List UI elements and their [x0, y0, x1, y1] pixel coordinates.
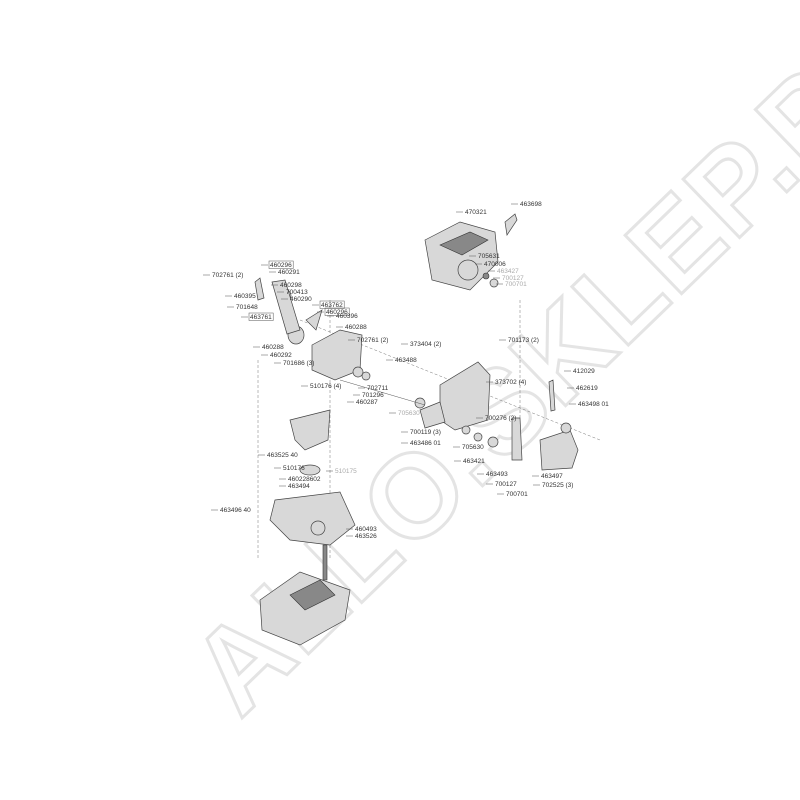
part-label: 463526: [355, 533, 377, 540]
part-label: 460296: [270, 262, 292, 269]
part-label: 510176: [283, 465, 305, 472]
part-label: 700127: [495, 481, 517, 488]
part-label: 463525 40: [267, 452, 298, 459]
part-label: 460396: [336, 313, 358, 320]
part-label: 463498 01: [578, 401, 609, 408]
part-label: 463494: [288, 483, 310, 490]
part-label: 700701: [506, 491, 528, 498]
part-label: 460298: [280, 282, 302, 289]
part-label: 702525 (3): [542, 482, 573, 489]
part-label: 700127: [502, 275, 524, 282]
part-label: 705630: [462, 444, 484, 451]
part-label: 510175: [335, 468, 357, 475]
part-label: 462619: [576, 385, 598, 392]
part-label: 700413: [286, 289, 308, 296]
part-label: 460288: [262, 344, 284, 351]
part-label: 373702 (4): [495, 379, 526, 386]
part-label: 460288: [345, 324, 367, 331]
part-label: 700119 (3): [410, 429, 441, 436]
part-label: 463486 01: [410, 440, 441, 447]
part-label: 460296: [326, 309, 348, 316]
part-label: 701296: [362, 392, 384, 399]
part-label: 460493: [355, 526, 377, 533]
part-label: 412029: [573, 368, 595, 375]
part-label: 705631: [478, 253, 500, 260]
part-label: 702761 (2): [357, 337, 388, 344]
part-label: 463493: [486, 471, 508, 478]
gear-housing: [254, 277, 426, 409]
label-box: [248, 312, 274, 321]
part-label: 460290: [290, 296, 312, 303]
part-label: 463427: [497, 268, 519, 275]
part-label: 463497: [541, 473, 563, 480]
part-label: 702711: [367, 385, 389, 392]
part-label: 460292: [270, 352, 292, 359]
part-label: 460287: [356, 399, 378, 406]
part-label: 701173 (2): [508, 337, 539, 344]
part-label: 460291: [278, 269, 300, 276]
label-box: [324, 307, 350, 316]
part-labels: 4636984703217056314700064634277001277007…: [203, 201, 609, 540]
part-label: 463762: [321, 302, 343, 309]
part-label: 470006: [484, 261, 506, 268]
part-label: 700701: [505, 281, 527, 288]
part-label: 463761: [250, 314, 272, 321]
part-label: 463488: [395, 357, 417, 364]
part-label: 460228602: [288, 476, 321, 483]
part-label: 373404 (2): [410, 341, 441, 348]
engine: [424, 213, 518, 291]
part-label: 510176 (4): [310, 383, 341, 390]
part-label: 700276 (2): [485, 415, 516, 422]
part-label: 702761 (2): [212, 272, 243, 279]
part-label: 701648: [236, 304, 258, 311]
label-box: [319, 300, 345, 309]
part-label: 470321: [465, 209, 487, 216]
part-label: 463698: [520, 201, 542, 208]
transmission-plate: [419, 361, 579, 471]
part-label: 463496 40: [220, 507, 251, 514]
lower-housing: [259, 409, 356, 646]
part-label: 705630: [398, 410, 420, 417]
part-label: 701686 (3): [283, 360, 314, 367]
part-label: 460395: [234, 293, 256, 300]
part-label: 463421: [463, 458, 485, 465]
label-box: [268, 260, 294, 269]
